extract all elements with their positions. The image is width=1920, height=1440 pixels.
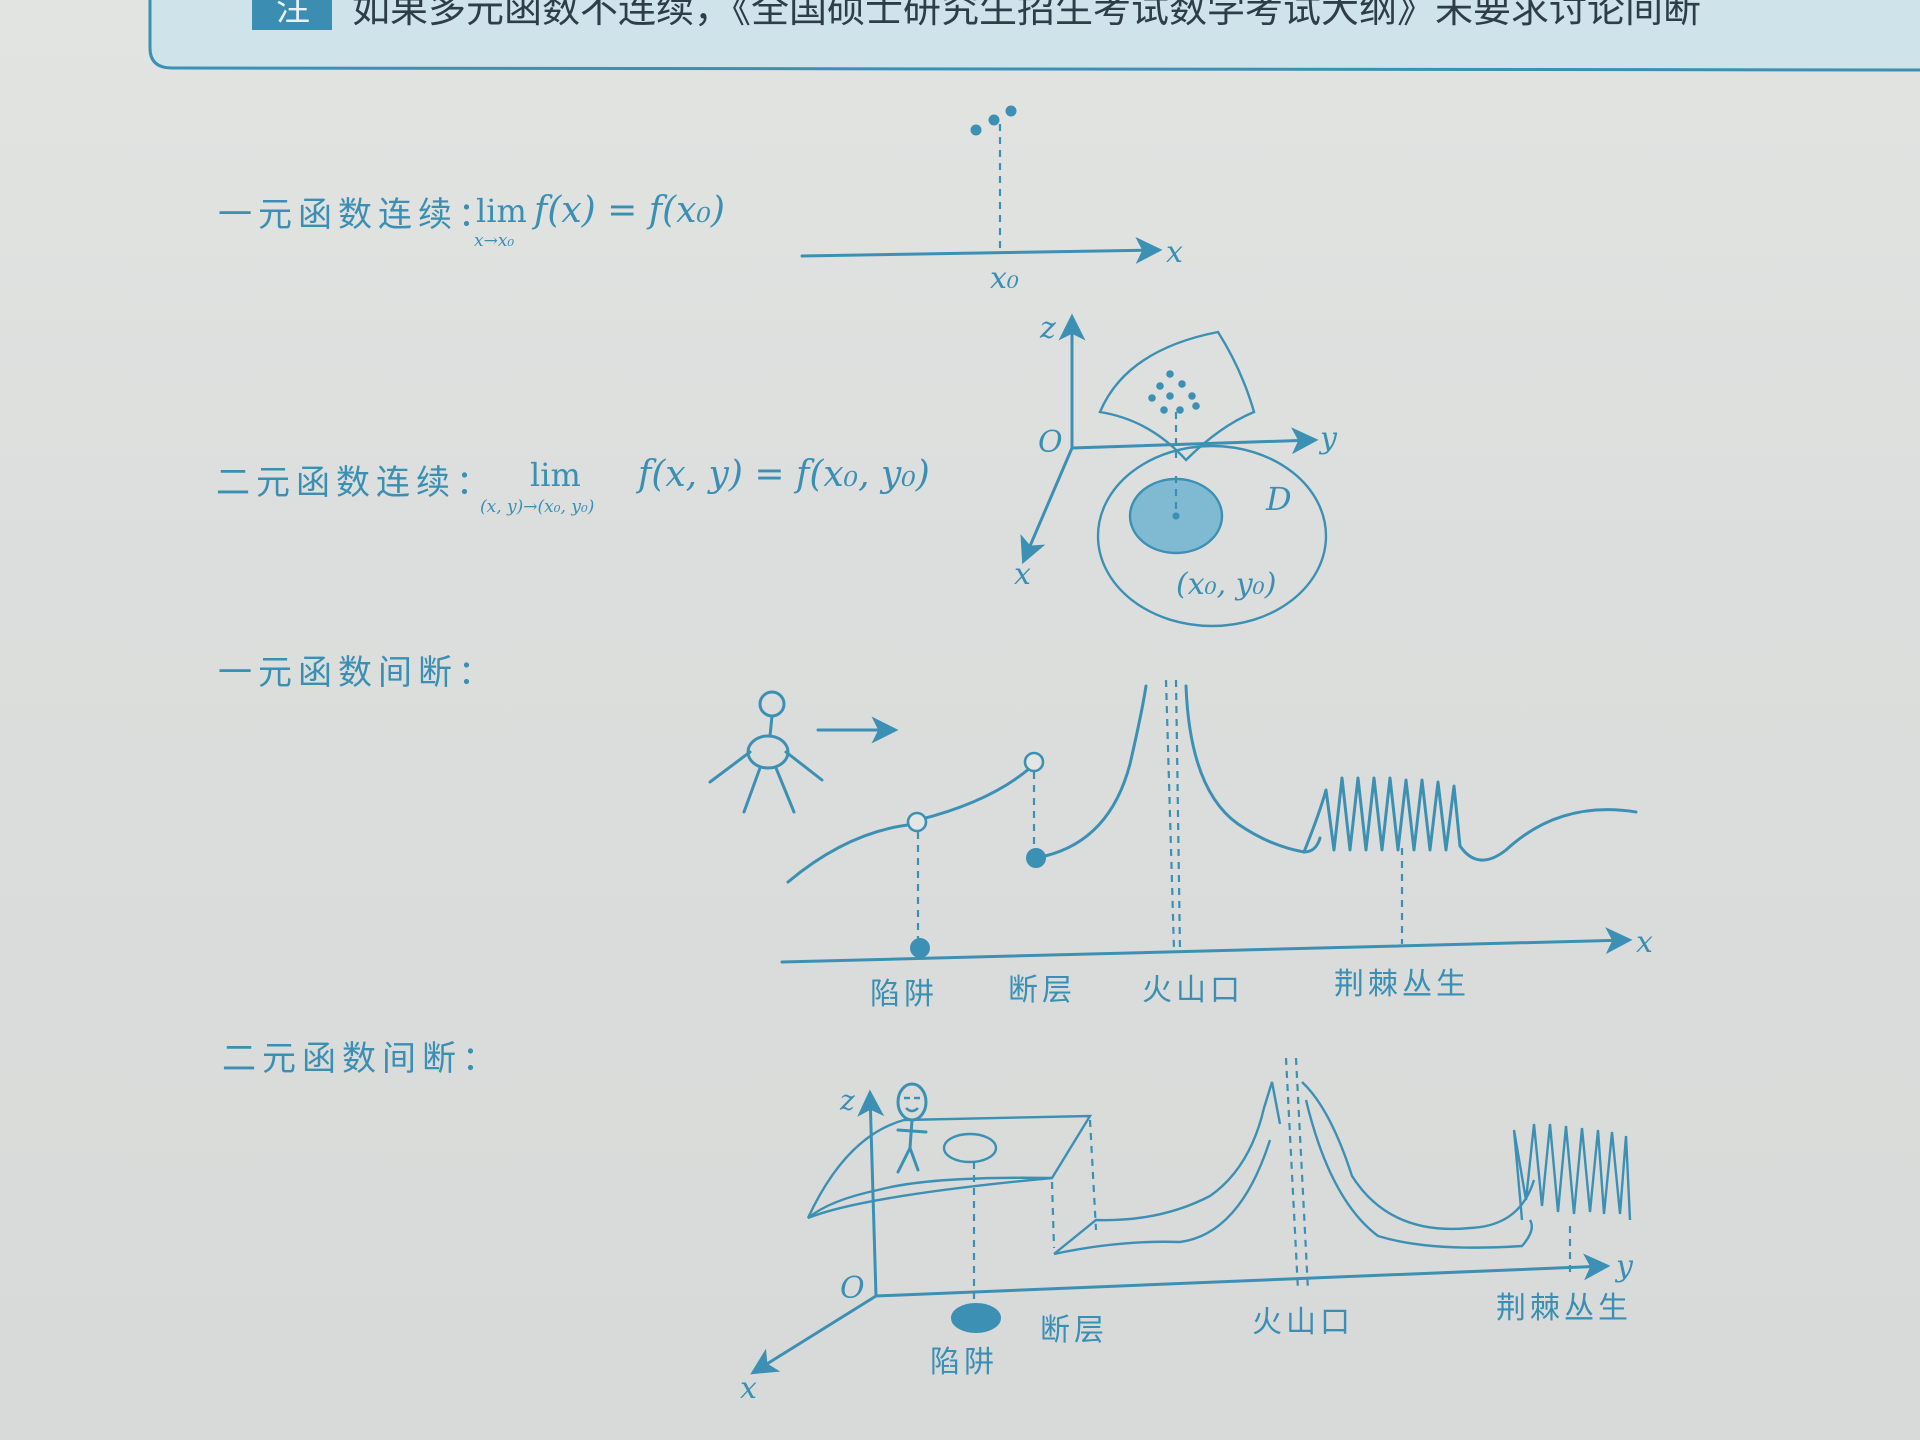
origin-label: O bbox=[840, 1271, 865, 1306]
note-badge bbox=[252, 0, 332, 30]
stick-figure-walker bbox=[708, 690, 899, 814]
jump-open-point bbox=[1023, 751, 1045, 773]
section-one-var-discontinuous: 一元函数间断： x bbox=[218, 653, 1653, 1012]
one-var-discontinuity-graph: x 陷阱 断层 火山口 荆棘丛生 bbox=[780, 679, 1653, 1012]
x-axis-label: x bbox=[1166, 235, 1183, 270]
label-volcano: 火山口 bbox=[1252, 1305, 1354, 1340]
stick-figure-on-surface bbox=[896, 1082, 928, 1174]
y-axis-label: y bbox=[1614, 1249, 1634, 1284]
heading-one-var-continuous: 一元函数连续： bbox=[218, 195, 498, 235]
y-axis-label: y bbox=[1318, 421, 1338, 456]
label-thorns: 荆棘丛生 bbox=[1334, 967, 1470, 1002]
point-x0y0-label: (x₀, y₀) bbox=[1176, 567, 1276, 602]
limit-point bbox=[1005, 105, 1017, 117]
z-axis-label: z bbox=[839, 1084, 855, 1117]
point-x0-label: x₀ bbox=[990, 261, 1019, 296]
z-axis-label: z bbox=[1039, 311, 1056, 346]
trap-disk bbox=[951, 1303, 1001, 1333]
oscillation-curve bbox=[1302, 776, 1638, 862]
section-two-var-continuous: 二元函数连续： lim (x, y)→(x₀, y₀) f(x, y) = f(… bbox=[216, 311, 1338, 628]
lim-word: lim bbox=[476, 192, 527, 230]
two-var-continuous-graph: z y x O D (x₀, y₀) bbox=[1014, 311, 1338, 628]
trap-point bbox=[910, 938, 930, 958]
one-var-continuous-graph: x x₀ bbox=[800, 105, 1183, 296]
jump-closed-point bbox=[1026, 848, 1046, 868]
continuity-formula: f(x) = f(x₀) bbox=[531, 190, 725, 231]
lim-subscript: (x, y)→(x₀, y₀) bbox=[480, 497, 594, 517]
x-axis-label: x bbox=[740, 1371, 757, 1406]
limit-point bbox=[970, 124, 982, 136]
section-one-var-continuous: 一元函数连续： lim x→x₀ f(x) = f(x₀) x x₀ bbox=[218, 105, 1183, 296]
region-D-label: D bbox=[1265, 480, 1292, 518]
x-axis-label: x bbox=[1636, 925, 1653, 960]
x-axis-label: x bbox=[1014, 557, 1031, 592]
trap-hole-outline bbox=[942, 1132, 998, 1164]
note-banner: 注 如果多元函数不连续，《全国硕士研究生招生考试数学考试大纲》未要求讨论间断 bbox=[148, 0, 1920, 72]
heading-two-var-continuous: 二元函数连续： bbox=[216, 463, 496, 503]
heading-one-var-discontinuous: 一元函数间断： bbox=[218, 653, 498, 693]
lim-subscript: x→x₀ bbox=[474, 231, 514, 251]
origin-label: O bbox=[1038, 425, 1063, 460]
hole-point bbox=[906, 811, 928, 833]
label-fault: 断层 bbox=[1040, 1313, 1108, 1348]
label-trap: 陷阱 bbox=[930, 1345, 998, 1380]
thorny-oscillation bbox=[1512, 1123, 1632, 1221]
note-badge-text: 注 bbox=[276, 0, 310, 29]
label-trap: 陷阱 bbox=[870, 977, 938, 1012]
heading-two-var-discontinuous: 二元函数间断： bbox=[222, 1039, 502, 1079]
label-fault: 断层 bbox=[1008, 973, 1076, 1008]
label-thorns: 荆棘丛生 bbox=[1496, 1291, 1632, 1326]
note-text: 如果多元函数不连续，《全国硕士研究生招生考试数学考试大纲》未要求讨论间断 bbox=[352, 0, 1701, 31]
continuity-formula: f(x, y) = f(x₀, y₀) bbox=[635, 454, 930, 495]
domain-D bbox=[1096, 444, 1328, 628]
surface-patch bbox=[1098, 330, 1256, 462]
two-var-discontinuity-graph: z y x O bbox=[740, 1057, 1634, 1406]
section-two-var-discontinuous: 二元函数间断： z y x O bbox=[222, 1039, 1634, 1406]
limit-point bbox=[988, 114, 1000, 126]
plateau-surface bbox=[806, 1114, 1093, 1219]
lim-word: lim bbox=[530, 456, 581, 494]
label-volcano: 火山口 bbox=[1142, 973, 1244, 1008]
